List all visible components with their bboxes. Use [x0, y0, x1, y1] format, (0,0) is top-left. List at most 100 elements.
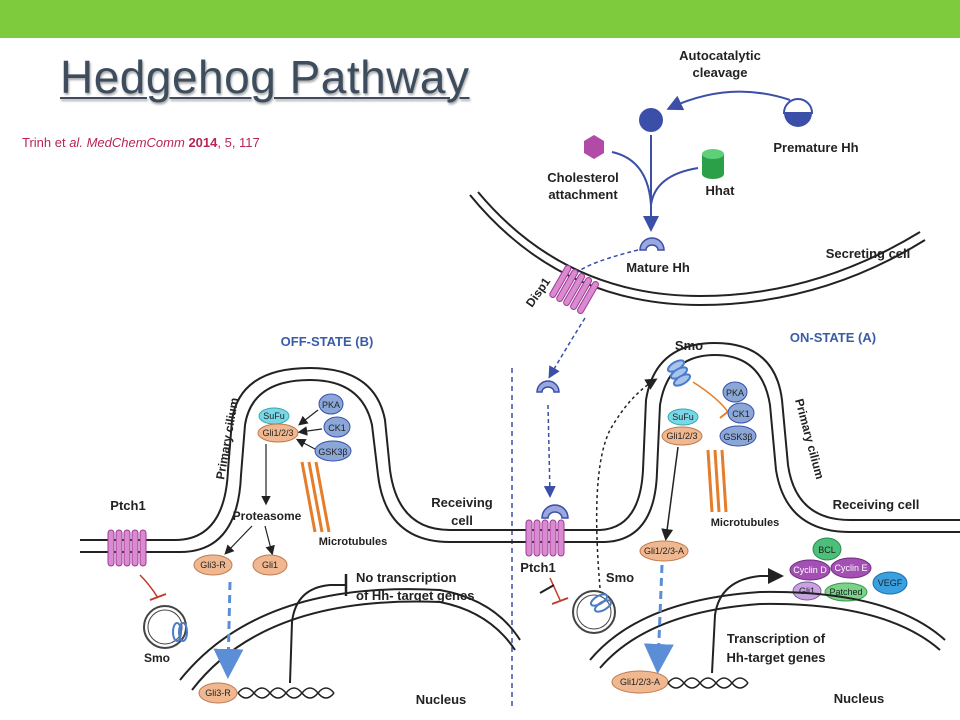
hh-release-arrow	[548, 317, 586, 379]
off-dna-icon	[237, 687, 335, 699]
pka-phosphorylation-arrow	[298, 409, 319, 426]
cilium-smo-icon	[666, 359, 692, 387]
citation-authors: Trinh et	[22, 135, 70, 150]
cleavage-label: cleavage	[693, 65, 748, 80]
autocatalytic-label: Autocatalytic	[679, 48, 761, 63]
vegf-label: VEGF	[878, 578, 903, 588]
nuclear-gli3r-icon	[198, 682, 238, 704]
cyclin-e-icon	[830, 557, 872, 579]
off-state-label: OFF-STATE (B)	[281, 334, 374, 349]
ck1-phosphorylation-arrow	[297, 426, 323, 436]
no-transcription-label-1: No transcription	[356, 570, 456, 585]
disp1-transporter-icon	[549, 265, 599, 314]
hh-n-terminal-icon	[639, 108, 663, 132]
vegf-icon	[872, 571, 908, 595]
off-state-membrane	[80, 366, 520, 553]
on-sufu-label: SuFu	[672, 412, 694, 422]
on-gli123a-label: Gli1/2/3-A	[644, 546, 684, 556]
cyclin-d-icon	[789, 559, 831, 581]
gli1-product-label: Gli1	[799, 586, 815, 596]
cholesterol-label: Cholesterol	[547, 170, 619, 185]
smo-translocation-arrow	[595, 378, 658, 589]
receiving-cell-full-label: Receiving cell	[833, 497, 920, 512]
off-gli1-icon	[252, 554, 288, 576]
cilium-smo-label: Smo	[675, 338, 703, 353]
transcription-label-1: Transcription of	[727, 631, 826, 646]
receiving-label: Receiving	[431, 495, 492, 510]
citation: Trinh et al. MedChemComm 2014, 5, 117	[22, 135, 260, 150]
citation-rest: , 5, 117	[217, 135, 260, 150]
bound-hh-icon	[541, 504, 569, 519]
ptch1-inhibition-line	[139, 574, 159, 599]
bcl-icon	[812, 537, 842, 561]
mature-hh-icon	[639, 237, 665, 251]
on-ptch1-receptor-icon	[525, 519, 565, 557]
on-primary-cilium-label: Primary cilium	[792, 397, 827, 481]
on-vesicle-smo-icon	[589, 593, 613, 613]
on-pka-label: PKA	[726, 388, 744, 398]
on-pka-icon	[722, 381, 748, 403]
off-smo-label: Smo	[144, 651, 170, 665]
proteasome-to-gli1-arrow	[264, 525, 275, 556]
hhat-arrow	[650, 167, 699, 206]
on-gli123a-icon	[639, 540, 689, 562]
on-gli123-icon	[661, 426, 703, 446]
patched-label: Patched	[829, 587, 862, 597]
on-vesicle-icon	[572, 590, 616, 634]
hh-to-ptch1-arrow	[543, 404, 556, 498]
on-gsk3b-label: GSK3β	[723, 432, 752, 442]
gli-a-nuclear-import-arrow	[643, 564, 674, 674]
mature-hh-label: Mature Hh	[626, 260, 690, 275]
off-primary-cilium-label: Primary cilium	[213, 397, 241, 481]
no-transcription-arrow	[289, 584, 345, 684]
blocked-x-mark	[539, 584, 555, 594]
citation-journal: MedChemComm	[86, 135, 185, 150]
on-state-label: ON-STATE (A)	[790, 330, 876, 345]
off-ptch1-label: Ptch1	[110, 498, 145, 513]
hhat-icon	[702, 149, 724, 179]
hh-to-disp1-arrow	[577, 249, 639, 273]
cholesterol-icon	[584, 135, 604, 159]
off-ptch1-receptor-icon	[107, 529, 147, 567]
citation-al: al.	[69, 135, 83, 150]
nuclear-gli3r-label: Gli3-R	[205, 688, 231, 698]
on-ptch1-label: Ptch1	[520, 560, 555, 575]
on-state-membrane	[520, 341, 960, 543]
transcription-label-2: Hh-target genes	[727, 650, 826, 665]
gsk3b-phosphorylation-arrow	[295, 438, 316, 450]
gli3r-icon	[193, 554, 233, 576]
citation-year: 2014	[188, 135, 218, 150]
on-microtubules-label: Microtubules	[711, 517, 779, 529]
on-microtubules-icon	[706, 449, 728, 513]
cleavage-arrow	[666, 90, 791, 111]
off-sufu-label: SuFu	[263, 411, 285, 421]
gli-activation-arrow	[661, 446, 679, 541]
off-ck1-icon	[323, 416, 351, 438]
off-microtubules-icon	[300, 461, 331, 533]
on-dna-icon	[667, 677, 749, 689]
off-gli1-label: Gli1	[262, 560, 278, 570]
slide-title: Hedgehog Pathway	[60, 51, 470, 103]
cyclin-e-label: Cyclin E	[834, 563, 867, 573]
gli1-product-icon	[792, 581, 822, 601]
cyclin-d-label: Cyclin D	[793, 565, 827, 575]
proteasome-to-gli3r-arrow	[224, 525, 253, 555]
off-gsk3b-label: GSK3β	[318, 447, 347, 457]
gli3r-nuclear-import-arrow	[213, 581, 244, 679]
on-gli123-label: Gli1/2/3	[666, 431, 697, 441]
cholesterol-arrow	[611, 151, 652, 206]
off-nucleus-label: Nucleus	[416, 692, 467, 707]
premature-hh-label: Premature Hh	[773, 140, 858, 155]
bcl-label: BCL	[818, 545, 836, 555]
off-pka-label: PKA	[322, 400, 340, 410]
transcription-arrow	[711, 568, 784, 674]
off-gsk3b-icon	[314, 440, 352, 462]
no-transcription-label-2: of Hh- target genes	[356, 588, 474, 603]
receiving-cell-label: cell	[451, 513, 473, 528]
smo-inhibits-kinases-line	[692, 381, 729, 413]
on-ck1-icon	[727, 402, 755, 424]
premature-hh-icon	[782, 98, 814, 127]
nuclear-gli123a-label: Gli1/2/3-A	[620, 677, 660, 687]
off-microtubules-label: Microtubules	[319, 536, 387, 548]
